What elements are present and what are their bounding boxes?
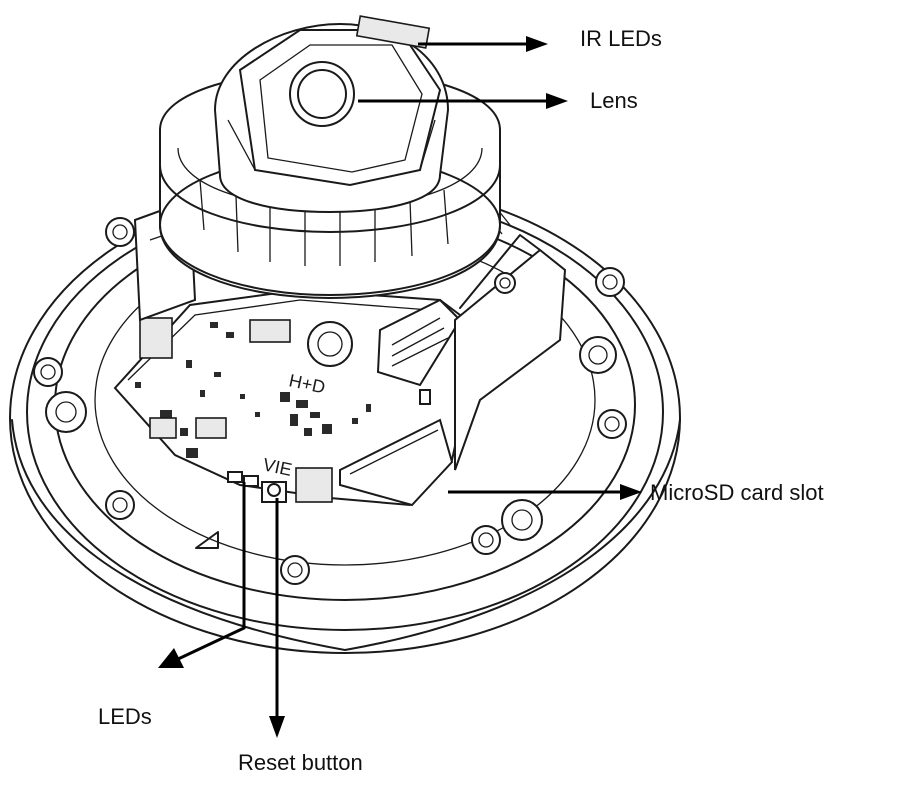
- status-led: [227, 471, 243, 483]
- label-microsd-slot: MicroSD card slot: [650, 480, 824, 505]
- screw-hole: [105, 217, 135, 247]
- screw-hole: [105, 490, 135, 520]
- lens-glass-outer: [289, 61, 355, 127]
- callout-arrows: [158, 36, 642, 738]
- screw-hole: [579, 336, 617, 374]
- status-led: [243, 475, 259, 487]
- mounting-holes: [33, 217, 627, 585]
- screw-hole: [471, 525, 501, 555]
- label-leds: LEDs: [98, 704, 152, 729]
- reset-button: [267, 483, 281, 497]
- screw-hole: [595, 267, 625, 297]
- ir-led-strip: [355, 15, 431, 49]
- screw-hole: [501, 499, 543, 541]
- screw-hole: [280, 555, 310, 585]
- screw-hole: [33, 357, 63, 387]
- lens-module: [213, 15, 450, 214]
- label-lens: Lens: [590, 88, 638, 113]
- alignment-triangle: [195, 531, 219, 549]
- screw-hole: [597, 409, 627, 439]
- arrow-leds: [175, 482, 246, 662]
- label-reset-button: Reset button: [238, 750, 363, 775]
- lens-glass: [297, 69, 347, 119]
- label-ir-leds: IR LEDs: [580, 26, 662, 51]
- microsd-slot: [339, 298, 462, 507]
- screw-hole: [45, 391, 87, 433]
